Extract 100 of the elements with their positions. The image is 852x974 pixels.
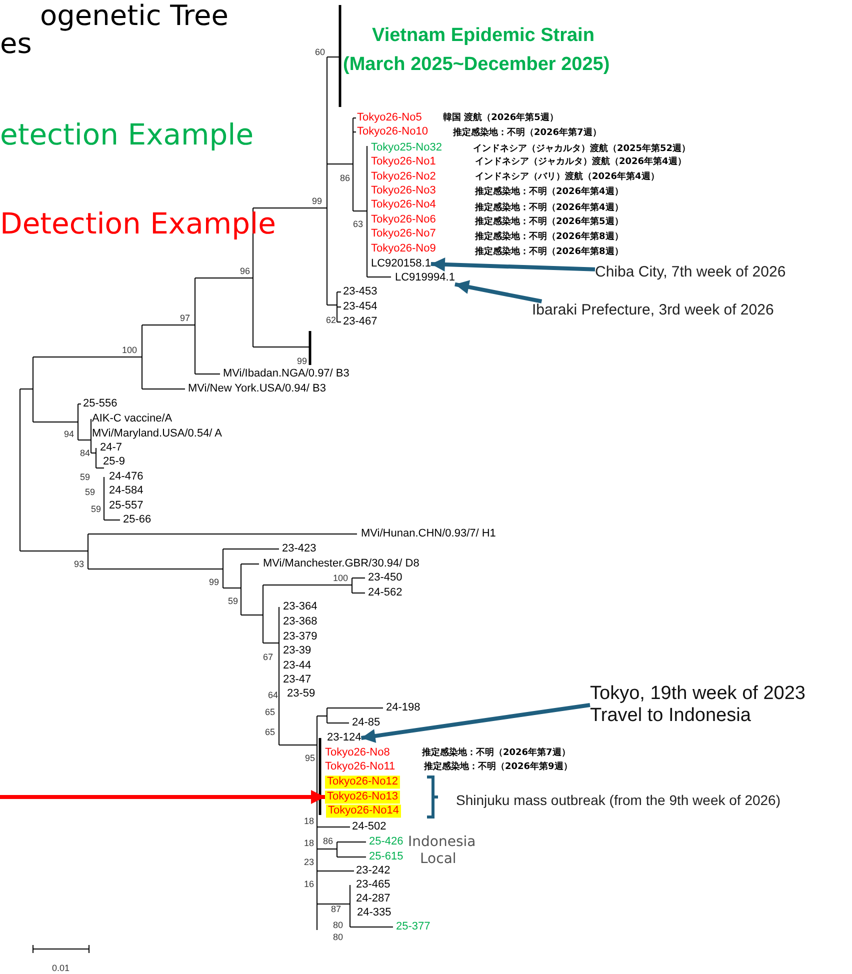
annotation-text: Shinjuku mass outbreak (from the 9th week of 2026) — [456, 792, 781, 808]
bootstrap-value: 100 — [122, 344, 138, 356]
taxon-label: 23-450 — [368, 572, 402, 584]
taxon-label: 24-584 — [109, 484, 144, 498]
clade-title: Vietnam Epidemic Strain — [372, 25, 594, 47]
bootstrap-value: 97 — [180, 312, 190, 324]
annotation-text: 推定感染地：不明（2026年第5週） — [475, 216, 624, 228]
taxon-label: Tokyo25-No32 — [371, 142, 442, 154]
taxon-label: Tokyo26-No7 — [371, 228, 436, 240]
bootstrap-value: 67 — [263, 652, 274, 662]
taxon-label: 25-66 — [123, 514, 152, 526]
bootstrap-value: 64 — [268, 690, 278, 700]
bootstrap-value: 86 — [340, 172, 350, 184]
bootstrap-value: 18 — [304, 816, 314, 826]
bootstrap-value: 99 — [312, 196, 322, 206]
taxon-label: 23-423 — [282, 542, 316, 556]
annotation-text: 韓国 渡航（2026年第5週） — [443, 112, 558, 124]
taxon-label: Tokyo26-No9 — [371, 242, 436, 256]
taxon-label: 23-44 — [283, 660, 312, 672]
bootstrap-value: 60 — [315, 46, 326, 58]
taxon-label: 23-454 — [343, 300, 378, 314]
bootstrap-value: 95 — [305, 752, 316, 764]
heading-text: es — [0, 28, 32, 60]
taxon-label: Tokyo26-No11 — [325, 760, 396, 774]
taxon-label: 23-368 — [283, 616, 318, 628]
annotation-text: インドネシア（ジャカルタ）渡航（2026年第4週） — [475, 156, 686, 168]
bootstrap-value: 59 — [91, 504, 102, 514]
annotation-text: 推定感染地：不明（2026年第7週） — [422, 748, 570, 758]
heading-text: etection Example — [0, 118, 254, 152]
taxon-label: 24-335 — [357, 906, 392, 920]
annotation-text: 推定感染地：不明（2026年第8週） — [475, 246, 624, 258]
bootstrap-value: 93 — [74, 558, 84, 570]
taxon-label: 25-615 — [369, 850, 404, 864]
taxon-label: 23-467 — [343, 316, 378, 328]
bootstrap-value: 80 — [333, 920, 344, 930]
taxon-label: 24-476 — [109, 470, 144, 484]
taxon-label: 23-39 — [283, 644, 312, 658]
bootstrap-value: 62 — [326, 314, 336, 326]
bootstrap-value: 99 — [209, 576, 220, 588]
taxon-label: 24-502 — [352, 820, 386, 834]
annotation-text: 推定感染地：不明（2026年第8週） — [475, 232, 624, 242]
taxon-label: LC919994.1 — [395, 272, 455, 284]
heading-text: ogenetic Tree — [40, 0, 228, 32]
taxon-label: Tokyo26-No6 — [371, 214, 436, 226]
taxon-label: 23-453 — [343, 286, 378, 298]
taxon-label: MVi/Ibadan.NGA/0.97/ B3 — [223, 368, 350, 380]
taxon-label: 25-426 — [369, 836, 404, 848]
taxon-label: 24-7 — [100, 442, 122, 454]
taxon-label: Tokyo26-No1 — [371, 156, 436, 168]
bootstrap-value: 63 — [353, 218, 364, 230]
highlighted-taxon-label: Tokyo26-No13 — [325, 790, 400, 804]
taxon-label: Tokyo26-No3 — [371, 184, 436, 198]
bootstrap-value: 96 — [240, 266, 250, 276]
taxon-label: MVi/Hunan.CHN/0.93/7/ H1 — [361, 528, 496, 540]
taxon-label: 25-377 — [396, 920, 430, 934]
taxon-label: 23-364 — [283, 600, 318, 614]
taxon-label: 24-287 — [356, 892, 390, 906]
taxon-label: 23-242 — [356, 864, 390, 878]
callout-arrow — [0, 790, 325, 804]
taxon-label: MVi/Manchester.GBR/30.94/ D8 — [263, 558, 420, 570]
annotation-text: 推定感染地：不明（2026年第4週） — [475, 186, 624, 198]
taxon-label: 23-47 — [283, 674, 312, 686]
bootstrap-value: 94 — [64, 428, 74, 440]
taxon-label: 25-9 — [103, 456, 126, 468]
bootstrap-value: 18 — [304, 838, 314, 848]
annotation-text: 推定感染地：不明（2026年第4週） — [475, 202, 624, 214]
bootstrap-value: 59 — [80, 472, 90, 482]
taxon-label: MVi/Maryland.USA/0.54/ A — [92, 428, 222, 440]
taxon-label: 23-59 — [287, 688, 316, 700]
highlighted-taxon-label: Tokyo26-No14 — [326, 804, 401, 818]
taxon-label: 25-556 — [83, 398, 118, 410]
annotation-text: 推定感染地：不明（2026年第7週） — [453, 128, 602, 138]
taxon-label: MVi/New York.USA/0.94/ B3 — [188, 382, 326, 396]
bootstrap-value: 59 — [228, 596, 238, 606]
annotation-text: 推定感染地：不明（2026年第9週） — [424, 762, 572, 772]
bootstrap-value: 80 — [333, 932, 344, 942]
taxon-label: Tokyo26-No4 — [371, 198, 436, 212]
annotation-text: Indonesia — [408, 834, 476, 850]
taxon-label: 24-562 — [368, 586, 402, 600]
callout-text: Tokyo, 19th week of 2023 Travel to Indonesia — [590, 683, 852, 727]
bootstrap-value: 86 — [323, 836, 334, 846]
taxon-label: Tokyo26-No2 — [371, 170, 436, 184]
annotation-text: インドネシア（ジャカルタ）渡航（2025年第52週） — [473, 144, 691, 154]
taxon-label: 24-198 — [386, 702, 420, 714]
taxon-label: AIK-C vaccine/A — [92, 412, 172, 426]
taxon-label: 23-379 — [283, 630, 318, 644]
taxon-label: 23-124 — [327, 732, 362, 744]
taxon-label: Tokyo26-No10 — [357, 126, 428, 138]
taxon-label: LC920158.1 — [371, 258, 431, 270]
taxon-label: Tokyo26-No8 — [325, 746, 390, 760]
bootstrap-value: 23 — [304, 856, 314, 868]
scale-label: 0.01 — [52, 962, 70, 974]
bootstrap-value: 65 — [265, 726, 276, 738]
bootstrap-value: 16 — [304, 878, 314, 890]
bootstrap-value: 59 — [85, 486, 96, 498]
callout-arrow — [454, 280, 542, 304]
bootstrap-value: 99 — [297, 356, 308, 366]
highlighted-taxon-label: Tokyo26-No12 — [325, 776, 400, 788]
callout-arrow — [430, 257, 596, 272]
bootstrap-value: 65 — [265, 706, 276, 718]
